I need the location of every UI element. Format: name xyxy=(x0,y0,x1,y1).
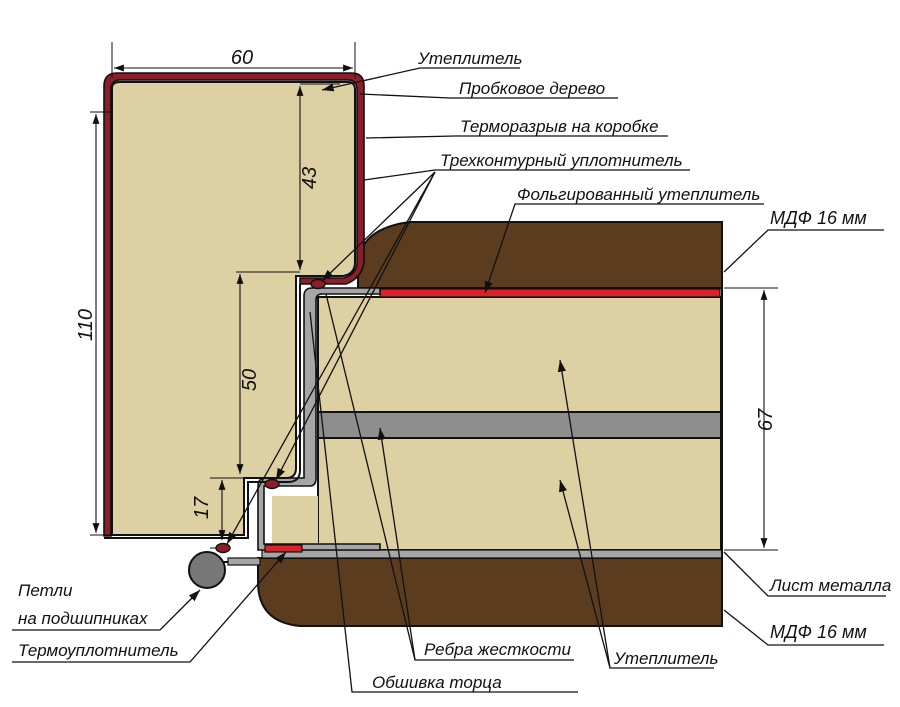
leader-foil-insulation xyxy=(484,203,764,294)
dim-17-text: 17 xyxy=(191,496,213,519)
door-insulation-upper xyxy=(317,296,722,413)
leader-hinges xyxy=(12,589,201,631)
label-mdf-top: МДФ 16 мм xyxy=(770,208,867,228)
leader-mdf-bottom xyxy=(723,609,884,646)
dim-67-text: 67 xyxy=(755,408,777,431)
label-triple-seal: Трехконтурный уплотнитель xyxy=(440,151,683,170)
door-insulation-step xyxy=(272,496,318,550)
leader-seal-1 xyxy=(321,171,436,282)
label-stiffening-ribs: Ребра жесткости xyxy=(424,640,572,659)
seal-lower xyxy=(215,542,231,554)
label-frame-thermal-break: Терморазрыв на коробке xyxy=(460,117,659,136)
mdf-top-panel xyxy=(357,221,723,289)
leader-frame-insulation xyxy=(321,67,520,92)
dim-50-text: 50 xyxy=(239,369,261,391)
leader-door-insulation-2 xyxy=(559,479,611,669)
leader-thermal-seal xyxy=(12,551,287,663)
door-insulation-lower xyxy=(317,437,722,551)
hinge-plate xyxy=(227,557,261,566)
leader-mdf-top xyxy=(723,229,884,273)
dim-60-text: 60 xyxy=(231,47,253,69)
label-cork-wood: Пробковое дерево xyxy=(459,79,605,98)
label-metal-sheet: Лист металла xyxy=(769,576,891,595)
leader-frame-thermal-break xyxy=(365,135,668,139)
frame-insulation-body xyxy=(111,81,356,536)
dim-110-text: 110 xyxy=(75,309,97,341)
leader-edge-trim xyxy=(309,311,578,693)
label-mdf-bottom: МДФ 16 мм xyxy=(770,622,867,642)
dim-43-text: 43 xyxy=(299,167,321,189)
seal-upper xyxy=(310,278,326,290)
label-door-insulation: Утеплитель xyxy=(613,649,718,668)
label-foil-insulation: Фольгированный утеплитель xyxy=(517,185,760,204)
stiffening-rib xyxy=(317,411,722,439)
leader-seal-2 xyxy=(275,171,436,481)
leader-triple-seal xyxy=(363,169,690,181)
label-frame-insulation: Утеплитель xyxy=(417,49,522,68)
thermal-seal-strip xyxy=(264,544,303,553)
edge-trim-profile xyxy=(257,287,381,551)
leader-cork-wood xyxy=(359,93,618,99)
label-edge-trim: Обшивка торца xyxy=(372,673,502,692)
label-hinges-line2: на подшипниках xyxy=(18,609,148,628)
foil-insulation-strip xyxy=(379,288,721,298)
hinge-bearing xyxy=(188,551,226,589)
seal-middle xyxy=(264,478,280,490)
label-thermal-seal: Термоуплотнитель xyxy=(18,641,179,660)
leader-seal-3 xyxy=(226,171,436,545)
leader-ribs-2 xyxy=(377,427,416,661)
frame-thermal-break xyxy=(103,72,365,537)
metal-sheet xyxy=(261,549,723,559)
label-hinges-line1: Петли xyxy=(18,581,73,600)
leader-metal-sheet xyxy=(723,551,886,597)
mdf-bottom-panel xyxy=(257,557,723,627)
